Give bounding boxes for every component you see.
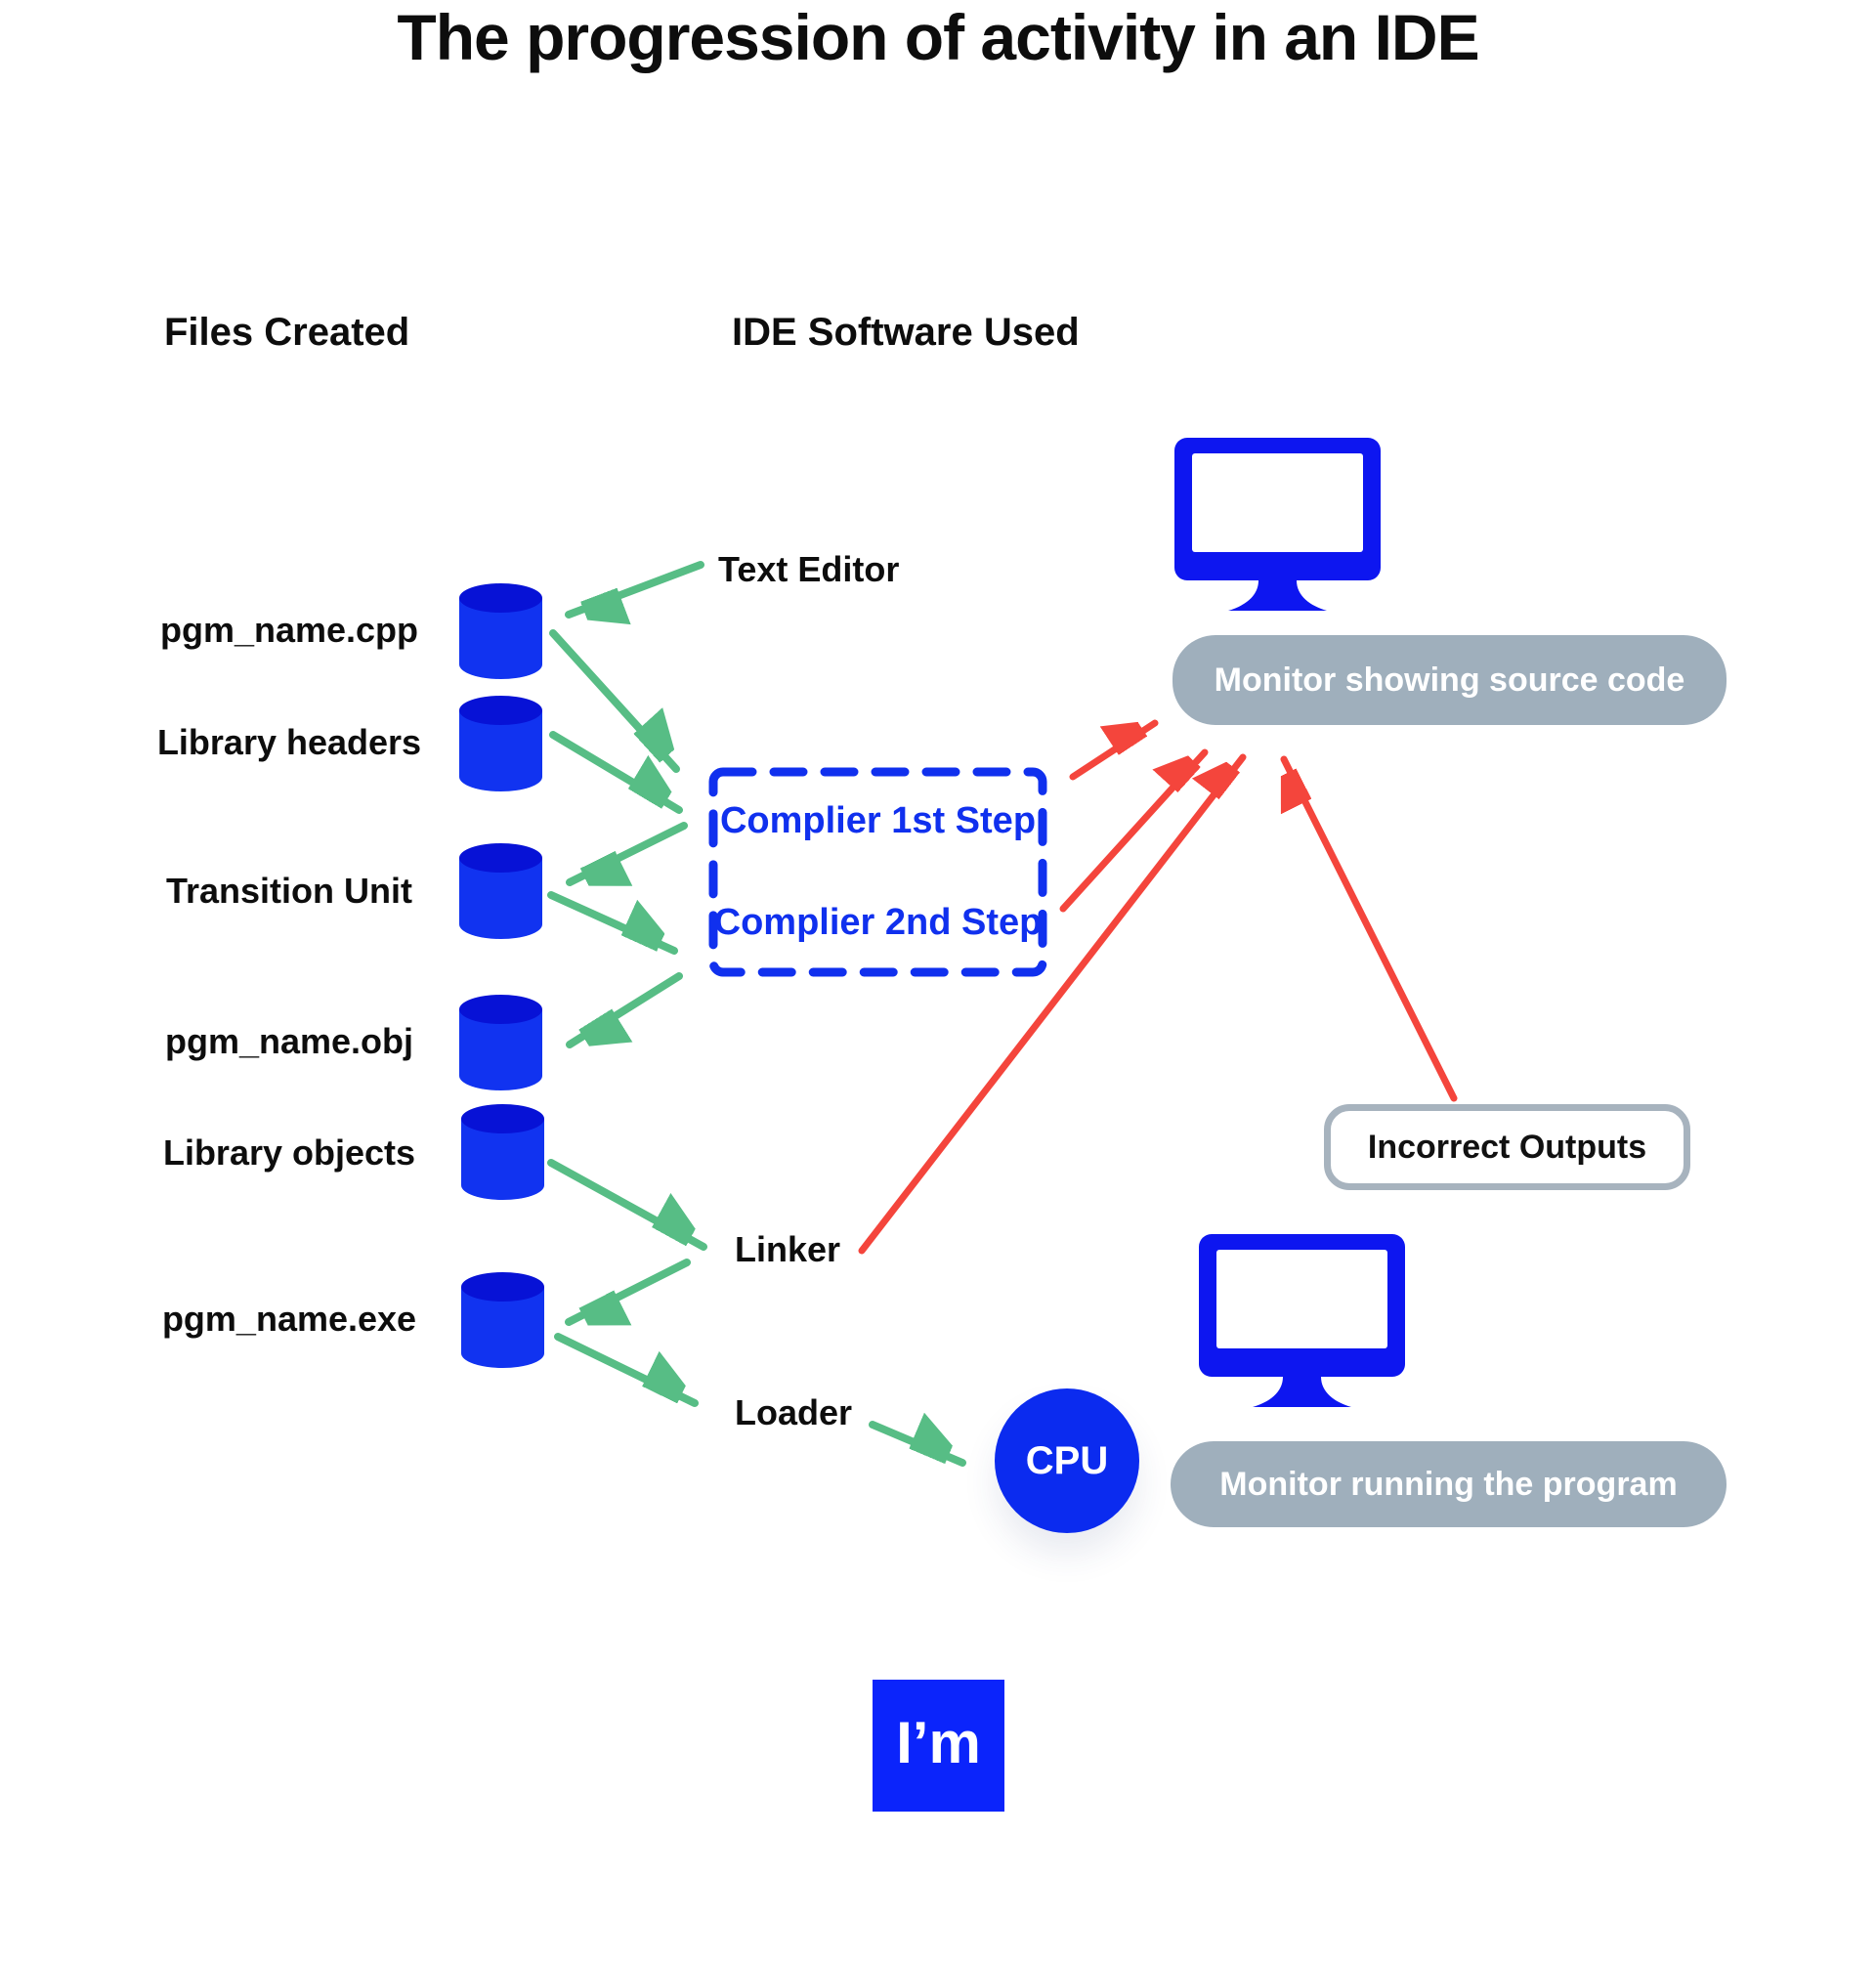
arrow-incorrect-to-monitor [1280,755,1458,1102]
arrow-cpp-to-compiler [549,629,676,773]
compiler-step2-label: Complier 2nd Step [713,902,1043,943]
file-label-headers: Library headers [156,722,422,762]
arrow-text-editor-to-cpp [565,561,704,615]
text-editor-label: Text Editor [718,549,900,589]
arrow-transition-to-compiler [547,891,678,955]
column-header-files-created: Files Created [164,311,410,354]
linker-label: Linker [735,1229,841,1269]
database-icon-cpp [459,583,542,679]
arrow-libobjects-to-linker [547,1159,707,1251]
arrow-linker-to-monitor [858,757,1247,1255]
file-label-libobjects: Library objects [162,1132,416,1173]
database-icon-libobjects [461,1104,544,1200]
monitor-icon-source [1174,438,1381,611]
database-icon-obj [459,995,542,1090]
arrow-compiler2-to-monitor [1059,752,1209,913]
arrow-headers-to-compiler [549,731,683,814]
monitor-icon-running [1199,1234,1405,1407]
file-label-exe: pgm_name.exe [161,1299,417,1339]
cpu-circle: CPU [995,1388,1139,1533]
database-icon-transition [459,843,542,939]
file-label-obj: pgm_name.obj [164,1021,414,1061]
compiler-step1-label: Complier 1st Step [719,800,1037,841]
brand-logo: I’m [873,1680,1004,1812]
arrow-compiler1-to-monitor [1069,723,1159,781]
arrow-linker-to-exe [565,1259,691,1326]
database-icon-headers [459,696,542,791]
incorrect-outputs-box: Incorrect Outputs [1324,1104,1690,1190]
arrow-compiler-to-obj [566,972,683,1045]
arrow-loader-to-cpu [869,1425,966,1467]
file-label-cpp: pgm_name.cpp [159,610,419,650]
monitor-running-caption: Monitor running the program [1171,1441,1727,1527]
file-label-transition: Transition Unit [166,871,412,911]
monitor-source-caption: Monitor showing source code [1172,635,1727,725]
page-title: The progression of activity in an IDE [397,1,1479,73]
arrow-exe-to-loader [554,1333,699,1407]
loader-label: Loader [735,1392,853,1432]
arrow-compiler-to-transition [566,822,688,886]
compiler-box: Complier 1st Step Complier 2nd Step [708,767,1047,977]
column-header-ide-software: IDE Software Used [732,311,1080,354]
database-icon-exe [461,1272,544,1368]
compiler-box-dashed-border [708,767,1047,977]
